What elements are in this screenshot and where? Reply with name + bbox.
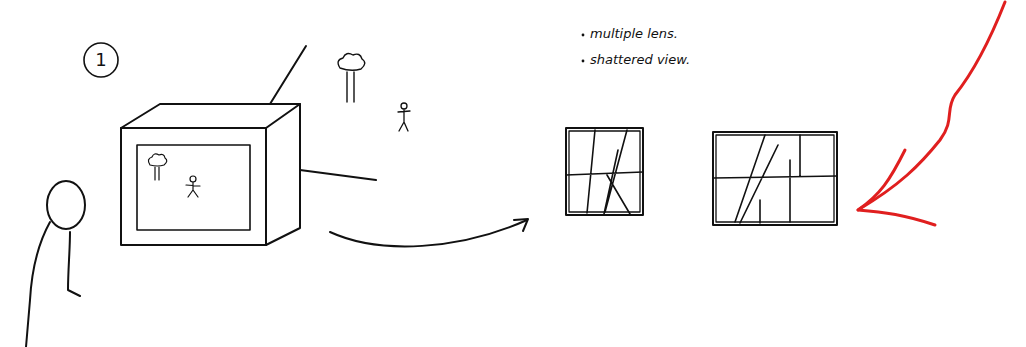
- callout-number: 1: [86, 50, 116, 70]
- note-text: multiple lens.: [590, 26, 678, 42]
- note-text: shattered view.: [590, 52, 690, 68]
